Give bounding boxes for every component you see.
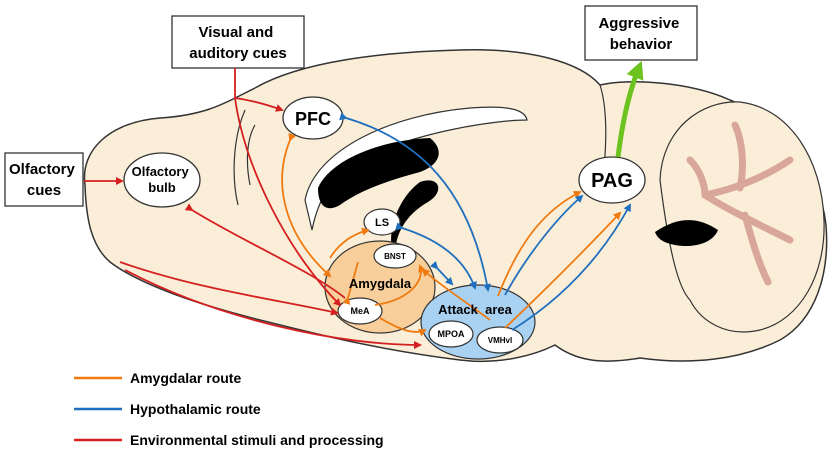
amygdala-label: Amygdala xyxy=(349,276,412,291)
aggressive-behavior-box xyxy=(584,5,698,61)
aggressive-behavior-label: Aggressive behavior xyxy=(598,15,683,53)
ls-label: LS xyxy=(375,217,389,229)
vmhvl-node xyxy=(476,326,524,354)
legend: Amygdalar route Hypothalamic route Envir… xyxy=(74,370,384,448)
olfactory-cues-label: Olfactory cues xyxy=(9,161,79,199)
pfc-label: PFC xyxy=(295,109,331,129)
pag-node xyxy=(578,156,646,204)
mea-label: MeA xyxy=(350,306,370,316)
pag-label: PAG xyxy=(591,170,633,192)
mpoa-label: MPOA xyxy=(438,329,466,339)
attack-area-label: Attack area xyxy=(438,302,512,317)
legend-label-amygdalar: Amygdalar route xyxy=(130,370,241,386)
bnst-label: BNST xyxy=(384,252,406,261)
mpoa-node xyxy=(428,320,474,348)
visual-cues-label: Visual and auditory cues xyxy=(189,24,287,62)
legend-label-environmental: Environmental stimuli and processing xyxy=(130,432,384,448)
olfactory-bulb-label: Olfactory bulb xyxy=(132,164,193,195)
visual-cues-box xyxy=(171,15,305,69)
output-arrow xyxy=(615,60,644,158)
legend-label-hypothalamic: Hypothalamic route xyxy=(130,401,261,417)
vmhvl-label: VMHvl xyxy=(488,336,512,345)
olfactory-cues-box xyxy=(4,152,84,207)
olfactory-bulb-node xyxy=(123,152,201,208)
